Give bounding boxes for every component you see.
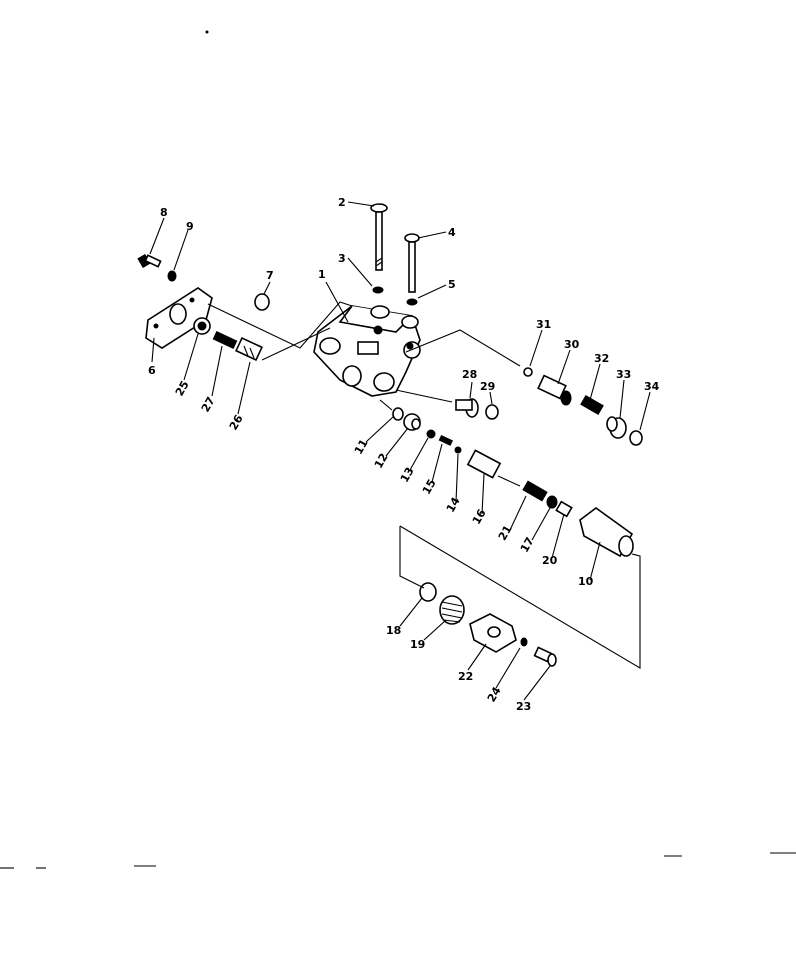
washer-17 <box>546 495 558 509</box>
spring-27 <box>212 331 238 349</box>
scan-marks <box>0 30 796 869</box>
assembly-lines <box>207 301 641 669</box>
label-25: 25 <box>173 379 192 399</box>
label-32: 32 <box>594 352 609 365</box>
label-28: 28 <box>462 368 477 381</box>
label-13: 13 <box>398 465 417 485</box>
spring-32 <box>580 394 604 416</box>
o-ring-18 <box>419 582 437 602</box>
label-20: 20 <box>542 554 558 567</box>
o-ring-7 <box>254 293 270 311</box>
ball-13 <box>426 429 436 439</box>
washer-9 <box>167 270 177 282</box>
label-18: 18 <box>386 624 401 637</box>
plug-30 <box>537 374 572 406</box>
o-ring-29 <box>485 404 499 420</box>
label-17: 17 <box>518 535 537 555</box>
bolt-8 <box>137 253 162 269</box>
valve-body <box>313 305 421 397</box>
bolt-23 <box>533 646 557 667</box>
label-24: 24 <box>485 684 504 704</box>
label-7: 7 <box>266 269 274 282</box>
label-27: 27 <box>199 395 218 415</box>
plug-20 <box>555 500 573 518</box>
valve-16 <box>466 449 521 487</box>
label-30: 30 <box>564 338 580 351</box>
label-4: 4 <box>448 226 456 239</box>
label-8: 8 <box>160 206 168 219</box>
spring-15 <box>438 434 453 446</box>
label-33: 33 <box>616 368 631 381</box>
o-ring-11 <box>392 407 404 421</box>
label-1: 1 <box>318 268 326 281</box>
label-2: 2 <box>338 196 346 209</box>
seat-12 <box>403 413 421 431</box>
cap-33 <box>606 416 627 439</box>
label-9: 9 <box>186 220 194 233</box>
label-29: 29 <box>480 380 495 393</box>
plug-25 <box>193 317 211 335</box>
label-19: 19 <box>410 638 425 651</box>
label-10: 10 <box>578 575 594 588</box>
label-31: 31 <box>536 318 551 331</box>
fitting-28 <box>455 398 479 418</box>
flange-22 <box>469 613 517 653</box>
label-5: 5 <box>448 278 456 291</box>
o-ring-5 <box>406 298 418 306</box>
label-16: 16 <box>470 507 489 527</box>
label-6: 6 <box>148 364 156 377</box>
o-ring-34 <box>629 430 643 446</box>
sleeve-10 <box>579 507 634 558</box>
spring-19 <box>439 595 465 625</box>
leader-lines <box>149 201 651 701</box>
fitting-26 <box>235 336 263 362</box>
label-26: 26 <box>227 412 246 432</box>
bolt-2 <box>370 203 388 271</box>
o-ring-3 <box>372 286 384 294</box>
label-22: 22 <box>458 670 473 683</box>
label-23: 23 <box>516 700 531 713</box>
label-3: 3 <box>338 252 346 265</box>
ball-14 <box>454 446 462 454</box>
label-14: 14 <box>444 495 463 515</box>
label-15: 15 <box>420 477 439 497</box>
callout-labels: 1 2 3 4 5 6 7 8 9 10 11 12 13 15 14 16 2… <box>148 196 660 713</box>
washer-24 <box>520 637 528 647</box>
label-34: 34 <box>644 380 660 393</box>
ball-31 <box>523 367 533 377</box>
bolt-4 <box>404 233 420 293</box>
spring-21 <box>522 480 548 502</box>
